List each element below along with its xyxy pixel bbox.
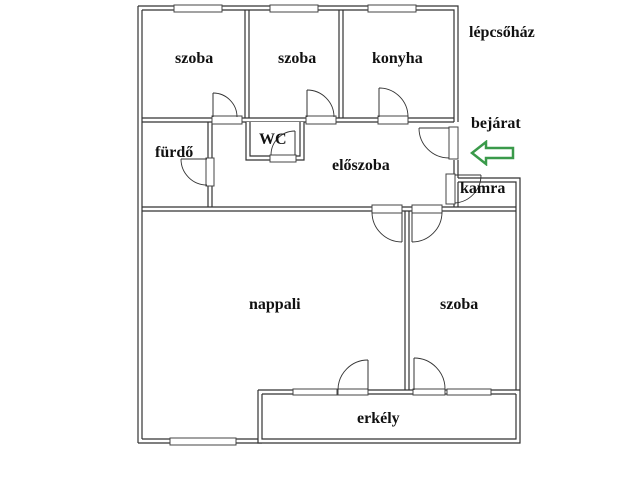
room-label-szoba-2: szoba: [278, 50, 317, 67]
room-label-hallway: előszoba: [332, 157, 390, 174]
windows: [169, 4, 492, 446]
room-label-stairwell: lépcsőház: [469, 24, 535, 41]
label-entrance: bejárat: [471, 115, 521, 132]
room-label-bathroom: fürdő: [155, 144, 194, 161]
room-label-szoba-3: szoba: [440, 296, 479, 313]
walls: [137, 5, 521, 444]
room-label-living-room: nappali: [249, 296, 301, 313]
room-label-kitchen: konyha: [372, 50, 423, 67]
arrow-left-icon: [470, 140, 515, 166]
room-label-pantry: kamra: [460, 180, 506, 197]
doors: [180, 87, 482, 396]
room-label-balcony: erkély: [357, 410, 400, 427]
room-label-wc: WC: [259, 131, 287, 148]
room-label-szoba-1: szoba: [175, 50, 214, 67]
